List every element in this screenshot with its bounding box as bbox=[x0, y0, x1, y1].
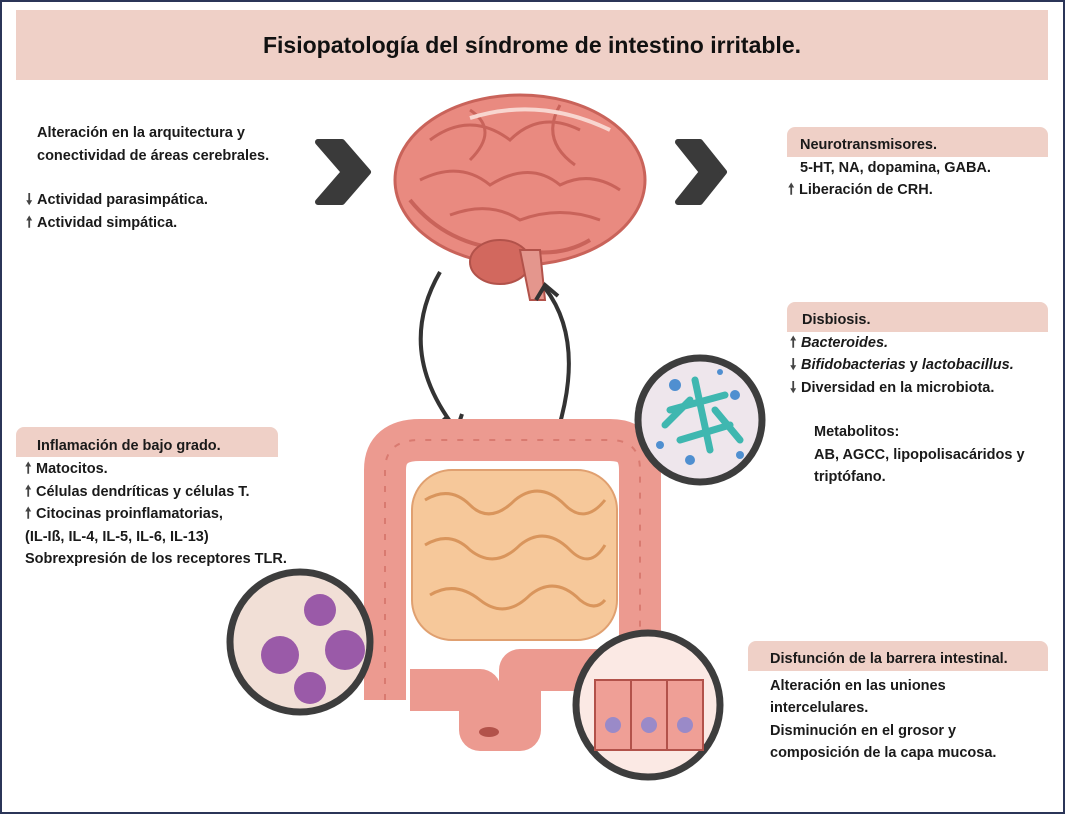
text-line: AB, AGCC, lipopolisacáridos y bbox=[814, 446, 1025, 463]
arrow-gut-to-brain bbox=[543, 286, 571, 431]
intestinal-barrier-circle bbox=[572, 629, 724, 781]
text-line: triptófano. bbox=[814, 469, 886, 485]
list-item-label: Matocitos. bbox=[36, 461, 108, 477]
list-item: 🠕Liberación de CRH. bbox=[788, 179, 991, 202]
text-line: Alteración en las uniones bbox=[770, 677, 946, 694]
chevron-right-icon bbox=[675, 139, 727, 205]
neuro-banner bbox=[787, 127, 1048, 157]
section-heading: Disfunción de la barrera intestinal. bbox=[770, 651, 1008, 667]
arrow-up-icon: 🠕 bbox=[790, 333, 797, 351]
inflamacion-list: 🠕Matocitos. 🠕Células dendríticas y célul… bbox=[25, 458, 287, 571]
list-item-label: Bacteroides. bbox=[801, 334, 889, 351]
list-item: 🠕Células dendríticas y células T. bbox=[25, 481, 287, 504]
brain-illustration bbox=[393, 93, 647, 301]
list-item-label: Actividad simpática. bbox=[37, 214, 178, 231]
list-item: 🠗Diversidad en la microbiota. bbox=[790, 377, 1014, 400]
arrow-up-icon: 🠕 bbox=[25, 505, 32, 522]
text-line: Alteración en la arquitectura y bbox=[37, 125, 245, 141]
conjunction: y bbox=[905, 357, 922, 373]
text-line: conectividad de áreas cerebrales. bbox=[37, 147, 270, 164]
title-banner: Fisiopatología del síndrome de intestino… bbox=[16, 10, 1048, 80]
arrow-up-icon: 🠕 bbox=[26, 213, 33, 231]
inflamacion-banner bbox=[16, 427, 278, 457]
list-item: 🠗Bifidobacterias y lactobacillus. bbox=[790, 354, 1014, 377]
list-item-label: Liberación de CRH. bbox=[799, 182, 933, 198]
text-line: intercelulares. bbox=[770, 700, 869, 716]
lactobacillus-label: lactobacillus. bbox=[921, 357, 1014, 373]
chevron-right-icon bbox=[315, 139, 371, 205]
arrow-up-icon: 🠕 bbox=[25, 482, 32, 500]
text-line: (IL-Iß, IL-4, IL-5, IL-6, IL-13) bbox=[25, 528, 209, 545]
brain-alteration-text: Alteración en la arquitectura y conectiv… bbox=[37, 122, 269, 167]
text-line: Disminución en el grosor y bbox=[770, 722, 957, 739]
text-line: composición de la capa mucosa. bbox=[770, 745, 997, 761]
arrow-down-icon: 🠗 bbox=[790, 378, 797, 396]
section-heading: Disbiosis. bbox=[802, 312, 871, 328]
text-line: 5-HT, NA, dopamina, GABA. bbox=[800, 159, 991, 176]
metabolitos-block: Metabolitos: AB, AGCC, lipopolisacáridos… bbox=[814, 421, 1025, 489]
arrow-up-icon: 🠕 bbox=[25, 460, 32, 477]
microbiota-circle bbox=[634, 354, 766, 486]
list-item: 🠕Matocitos. bbox=[25, 458, 287, 481]
bifidobacterias-label: Bifidobacterias bbox=[801, 357, 906, 373]
arrow-brain-to-gut bbox=[418, 271, 457, 430]
disbiosis-banner bbox=[787, 302, 1048, 332]
barrera-block: Disfunción de la barrera intestinal. Alt… bbox=[770, 648, 1008, 765]
text-line: Sobrexpresión de los receptores TLR. bbox=[25, 551, 287, 567]
barrera-banner bbox=[748, 641, 1048, 671]
disbiosis-block: Disbiosis. 🠕Bacteroides. 🠗Bifidobacteria… bbox=[790, 309, 1014, 399]
page-title: Fisiopatología del síndrome de intestino… bbox=[262, 31, 802, 58]
list-item: 🠗Actividad parasimpática. bbox=[26, 189, 208, 212]
list-item: 🠕Actividad simpática. bbox=[26, 212, 208, 235]
arrowhead bbox=[534, 281, 560, 302]
section-heading: Neurotransmisores. bbox=[800, 137, 937, 153]
arrow-up-icon: 🠕 bbox=[788, 181, 795, 198]
arrow-down-icon: 🠗 bbox=[790, 356, 797, 373]
list-item-label: Actividad parasimpática. bbox=[37, 192, 208, 208]
list-item-label: Citocinas proinflamatorias, bbox=[36, 506, 223, 522]
list-item: 🠕Citocinas proinflamatorias, bbox=[25, 503, 287, 526]
autonomic-activity-list: 🠗Actividad parasimpática. 🠕Actividad sim… bbox=[26, 189, 208, 234]
inflamacion-heading: Inflamación de bajo grado. bbox=[37, 438, 221, 454]
list-item-label: Células dendríticas y células T. bbox=[36, 483, 250, 500]
immune-cells-circle bbox=[226, 568, 374, 716]
list-item-label: Diversidad en la microbiota. bbox=[801, 379, 995, 396]
arrow-down-icon: 🠗 bbox=[26, 191, 33, 208]
neuro-block: Neurotransmisores. 5-HT, NA, dopamina, G… bbox=[788, 134, 991, 202]
section-heading: Metabolitos: bbox=[814, 424, 900, 440]
list-item: 🠕Bacteroides. bbox=[790, 332, 1014, 355]
